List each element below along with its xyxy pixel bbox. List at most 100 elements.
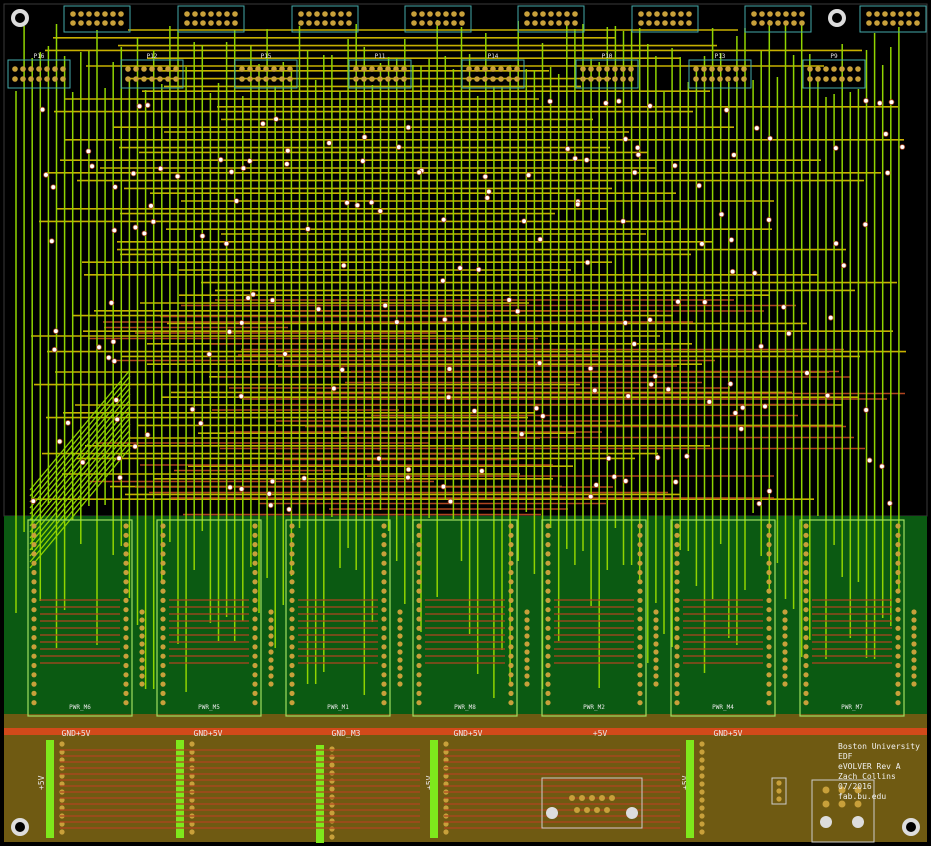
via — [833, 145, 839, 151]
module-label-pwr_m2: PWR_M2 — [583, 704, 605, 711]
via — [780, 304, 787, 310]
socket-pin — [803, 588, 809, 594]
socket-pin — [766, 672, 772, 678]
module-socket — [670, 519, 776, 717]
socket-pin — [545, 700, 551, 706]
socket-pin — [895, 551, 901, 557]
socket-pin — [766, 551, 772, 557]
socket-pin — [31, 569, 37, 576]
module-socket — [799, 519, 905, 717]
connector-pin — [759, 20, 765, 26]
socket-pin — [160, 579, 166, 585]
via — [514, 308, 521, 315]
socket-pin — [508, 644, 514, 650]
via — [564, 146, 571, 152]
socket-pin — [895, 635, 901, 641]
socket-pin — [252, 616, 258, 622]
socket-pin — [674, 653, 680, 659]
power-header-pin — [59, 741, 65, 747]
power-header-pin — [329, 826, 335, 832]
socket-pin — [416, 542, 422, 548]
resistor-pad — [782, 633, 788, 639]
via — [284, 161, 290, 167]
connector-pin — [306, 20, 312, 26]
connector-pin — [717, 76, 723, 82]
power-header-pin — [699, 789, 705, 795]
socket-pin — [252, 681, 258, 687]
connector-pin — [393, 66, 399, 72]
socket-pin — [123, 569, 129, 576]
connector-pin — [322, 11, 328, 17]
via — [591, 387, 598, 394]
via — [416, 169, 422, 176]
via — [174, 173, 181, 180]
via — [445, 394, 452, 401]
socket-pin — [674, 588, 680, 594]
socket-pin — [123, 700, 129, 706]
mounting-hole-center — [906, 822, 916, 832]
socket-pin — [803, 625, 809, 631]
socket-pin — [381, 569, 387, 576]
resistor-pad — [653, 641, 659, 647]
power-header-pin — [699, 781, 705, 787]
socket-pin — [31, 681, 37, 687]
socket-pin — [381, 635, 387, 641]
via — [605, 455, 612, 462]
via — [89, 163, 95, 170]
connector-pin — [898, 20, 904, 26]
connector-pin — [322, 20, 328, 26]
socket-pin — [123, 616, 129, 622]
via — [887, 500, 893, 507]
socket-pin — [895, 597, 901, 604]
via — [340, 262, 347, 269]
connector-outline — [575, 59, 639, 89]
via — [756, 500, 763, 507]
connector-outline — [7, 59, 71, 89]
socket-pin — [895, 542, 901, 548]
power-header-pin — [443, 797, 449, 803]
resistor-pad — [397, 649, 403, 655]
module-label-pwr_m7: PWR_M7 — [841, 704, 863, 711]
via — [672, 162, 678, 169]
connector-pin — [741, 66, 747, 72]
resistor-pad — [524, 641, 530, 647]
via — [405, 466, 412, 473]
via — [482, 173, 489, 180]
socket-pin — [545, 644, 551, 650]
resistor-pad — [524, 673, 530, 679]
via — [718, 211, 725, 218]
connector-pin — [353, 66, 359, 72]
via — [440, 277, 446, 284]
module-socket — [156, 519, 262, 717]
via — [111, 227, 118, 234]
socket-pin — [416, 644, 422, 650]
via — [754, 125, 760, 131]
connector-pin — [200, 20, 206, 26]
mounting-hole-center — [832, 13, 842, 23]
power-header-pin — [189, 805, 195, 811]
via — [30, 498, 37, 504]
via — [739, 404, 746, 411]
connector-pin — [60, 76, 66, 82]
via — [647, 317, 653, 323]
connector-pin — [184, 11, 190, 17]
socket-pin — [508, 672, 514, 678]
via — [65, 420, 71, 426]
socket-pin — [766, 644, 772, 650]
connector-pin — [353, 76, 359, 82]
connector-pin — [94, 11, 100, 17]
resistor-pad — [911, 609, 917, 615]
socket-pin — [381, 607, 387, 613]
resistor-pad — [397, 633, 403, 639]
resistor-pad — [653, 649, 659, 655]
connector-pin — [564, 11, 570, 17]
power-header-pin — [329, 786, 335, 792]
via — [766, 488, 773, 494]
connector-outline — [688, 59, 752, 89]
socket-pin — [637, 662, 643, 669]
via — [53, 328, 59, 334]
via — [48, 238, 55, 244]
socket-pin — [381, 672, 387, 678]
via — [238, 486, 245, 492]
resistor-pad — [524, 649, 530, 655]
